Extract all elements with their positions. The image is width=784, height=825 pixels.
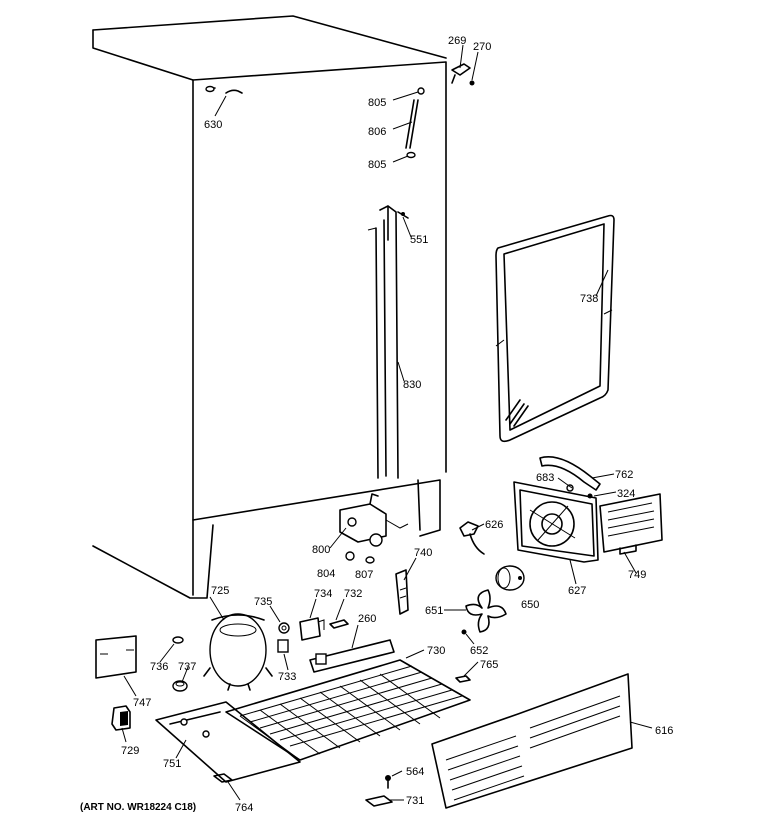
part-729-block <box>111 705 131 731</box>
callout-749: 749 <box>628 569 646 581</box>
part-751-base <box>155 701 301 783</box>
callout-626: 626 <box>485 519 503 531</box>
part-749-cover <box>599 493 663 555</box>
callout-737: 737 <box>178 661 196 673</box>
part-630-grommet <box>205 85 243 94</box>
part-260-bracket <box>309 639 395 673</box>
callout-260: 260 <box>358 613 376 625</box>
callout-630: 630 <box>204 119 222 131</box>
callout-652: 652 <box>470 645 488 657</box>
part-651-fan-blade <box>461 589 507 635</box>
callout-651: 651 <box>425 605 443 617</box>
part-616-grille <box>431 673 633 809</box>
part-650-motor <box>495 565 525 591</box>
part-730-condenser <box>225 659 471 761</box>
part-736-737-mounts <box>172 636 188 692</box>
part-764-clip <box>213 773 233 783</box>
art-number: (ART NO. WR18224 C18) <box>80 802 196 813</box>
part-765-clip <box>455 675 471 683</box>
callout-738: 738 <box>580 293 598 305</box>
part-733-relay <box>277 639 289 653</box>
part-735-grommet <box>278 622 290 634</box>
part-738-gasket <box>495 214 615 443</box>
callout-551: 551 <box>410 234 428 246</box>
callout-736: 736 <box>150 661 168 673</box>
part-747-bracket <box>95 635 137 679</box>
part-734-overload <box>299 617 325 641</box>
callout-269: 269 <box>448 35 466 47</box>
callout-725: 725 <box>211 585 229 597</box>
callout-650: 650 <box>521 599 539 611</box>
part-731-clip <box>365 795 393 807</box>
callout-270: 270 <box>473 41 491 53</box>
part-740-harness <box>395 569 409 615</box>
callout-732: 732 <box>344 588 362 600</box>
part-564-screw <box>385 775 391 789</box>
callout-830: 830 <box>403 379 421 391</box>
part-269-270-hinge <box>451 63 475 86</box>
callout-804: 804 <box>317 568 335 580</box>
cabinet <box>92 15 447 599</box>
callout-747: 747 <box>133 697 151 709</box>
callout-734: 734 <box>314 588 332 600</box>
callout-733: 733 <box>278 671 296 683</box>
callout-683: 683 <box>536 472 554 484</box>
part-805-806-tube <box>405 87 425 159</box>
callout-800: 800 <box>312 544 330 556</box>
part-804-807-fittings <box>345 551 375 564</box>
callout-740: 740 <box>414 547 432 559</box>
part-627-fan-shroud <box>513 481 599 563</box>
callout-730: 730 <box>427 645 445 657</box>
part-732-cover <box>329 619 349 629</box>
callout-731: 731 <box>406 795 424 807</box>
callout-805-top: 805 <box>368 97 386 109</box>
callout-762: 762 <box>615 469 633 481</box>
callout-806: 806 <box>368 126 386 138</box>
callout-751: 751 <box>163 758 181 770</box>
callout-729: 729 <box>121 745 139 757</box>
part-830-channel <box>367 205 399 479</box>
callout-627: 627 <box>568 585 586 597</box>
callout-labels: 269 270 630 805 806 805 551 738 830 683 … <box>80 35 673 814</box>
part-800-valve <box>339 493 409 547</box>
part-725-compressor <box>203 613 273 691</box>
callout-807: 807 <box>355 569 373 581</box>
callout-805-bottom: 805 <box>368 159 386 171</box>
callout-764: 764 <box>235 802 253 814</box>
callout-765: 765 <box>480 659 498 671</box>
callout-735: 735 <box>254 596 272 608</box>
part-626-socket <box>459 521 485 555</box>
callout-616: 616 <box>655 725 673 737</box>
callout-564: 564 <box>406 766 424 778</box>
part-551-screw <box>397 211 409 219</box>
leader-lines <box>121 44 653 801</box>
part-762-duct <box>539 456 601 499</box>
callout-324: 324 <box>617 488 635 500</box>
